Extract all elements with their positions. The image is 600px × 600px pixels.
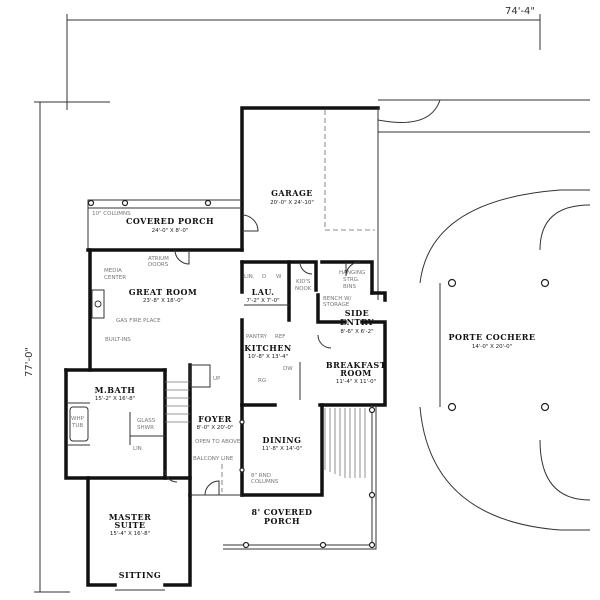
breakfast-label: BREAKFAST <box>326 360 386 370</box>
fireplace <box>91 289 105 319</box>
note-doors: DOORS <box>148 262 169 268</box>
doors <box>164 214 361 496</box>
note-linen: LIN. <box>244 274 255 280</box>
note-hanging: HANGING <box>339 270 365 276</box>
note-rg: RG <box>258 378 266 384</box>
note-dryer: D <box>262 274 266 280</box>
master-suite-label-2: SUITE <box>114 520 145 530</box>
note-open-above: OPEN TO ABOVE <box>195 439 241 445</box>
porch-steps <box>324 408 366 478</box>
column-post <box>447 402 457 412</box>
note-columns: 10" COLUMNS <box>92 211 131 217</box>
master-bath-label: M.BATH <box>95 385 136 395</box>
side-entry-size: 8'-6" X 6'-2" <box>340 329 373 335</box>
note-glass: GLASS <box>137 418 156 424</box>
garage-label: GARAGE <box>271 188 313 198</box>
foyer-size: 8'-0" X 20'-0" <box>197 425 234 431</box>
overall-width: 74'-4" <box>505 6 535 17</box>
column-post <box>540 278 550 288</box>
note-ref: REF <box>275 334 285 340</box>
breakfast-label-2: ROOM <box>340 368 371 378</box>
note-center: CENTER <box>104 275 126 281</box>
note-lin: LIN <box>133 446 142 452</box>
note-atrium: ATRIUM <box>148 256 169 262</box>
front-porch-label: 8' COVERED <box>252 507 313 517</box>
dining-size: 11'-8" X 14'-0" <box>262 446 302 452</box>
covered-porch-size: 24'-0" X 8'-0" <box>152 228 189 234</box>
laundry-label: LAU. <box>252 287 275 297</box>
note-media: MEDIA <box>104 268 122 274</box>
staircase <box>165 364 211 423</box>
master-suite-label: MASTER <box>109 512 152 522</box>
sitting-label: SITTING <box>119 570 162 580</box>
note-nook: NOOK <box>295 286 312 292</box>
room-labels: GARAGE 20'-0" X 24'-10" COVERED PORCH 24… <box>95 188 386 580</box>
note-washer: W <box>276 274 282 280</box>
annotations: 10" COLUMNS ATRIUM DOORS MEDIA CENTER GA… <box>71 211 365 485</box>
foyer-label: FOYER <box>198 414 232 424</box>
note-dw: DW <box>283 366 293 372</box>
porch-columns <box>87 199 376 549</box>
laundry-size: 7'-2" X 7'-0" <box>246 298 279 304</box>
column-post <box>447 278 457 288</box>
note-whp: WHP <box>71 416 85 422</box>
note-fireplace: GAS FIRE PLACE <box>116 318 161 324</box>
note-bench: BENCH W/ <box>323 296 352 302</box>
kitchen-label: KITCHEN <box>244 343 291 353</box>
note-balcony: BALCONY LINE <box>193 456 234 462</box>
note-pantry: PANTRY <box>246 334 268 340</box>
covered-porch-label: COVERED PORCH <box>126 216 214 226</box>
note-rnd: 8" RND <box>251 473 271 479</box>
note-tub: TUB <box>71 423 83 429</box>
column-post <box>540 402 550 412</box>
master-suite-size: 15'-4" X 16'-8" <box>110 531 150 537</box>
overall-depth: 77'-0" <box>24 347 35 377</box>
front-porch-label-2: PORCH <box>264 516 300 526</box>
note-storage: STORAGE <box>323 302 350 308</box>
great-room-size: 23'-8" X 18'-0" <box>143 298 183 304</box>
note-columns-2: COLUMNS <box>251 479 279 485</box>
side-entry-label: SIDE <box>345 308 370 318</box>
breakfast-size: 11'-4" X 11'-0" <box>336 379 376 385</box>
walls <box>64 106 387 591</box>
porte-cochere-label: PORTE COCHERE <box>449 332 536 342</box>
great-room-label: GREAT ROOM <box>129 287 198 297</box>
note-bins: BINS <box>343 284 357 290</box>
note-builtins: BUILT-INS <box>105 337 131 343</box>
kitchen-size: 10'-8" X 13'-4" <box>248 354 288 360</box>
note-kids: KID'S <box>296 279 311 285</box>
porte-cochere: PORTE COCHERE 14'-0" X 20'-0" <box>377 99 591 531</box>
note-strg: STRG. <box>343 277 360 283</box>
master-bath-size: 15'-2" X 16'-8" <box>95 396 135 402</box>
side-entry-label-2: ENTRY <box>340 317 374 327</box>
porte-cochere-size: 14'-0" X 20'-0" <box>472 344 512 350</box>
note-shwr: SHWR <box>137 425 154 431</box>
note-up: UP <box>213 376 221 382</box>
garage-size: 20'-0" X 24'-10" <box>270 200 314 206</box>
dining-label: DINING <box>263 435 302 445</box>
dimension-lines: 74'-4" 77'-0" <box>24 6 541 593</box>
